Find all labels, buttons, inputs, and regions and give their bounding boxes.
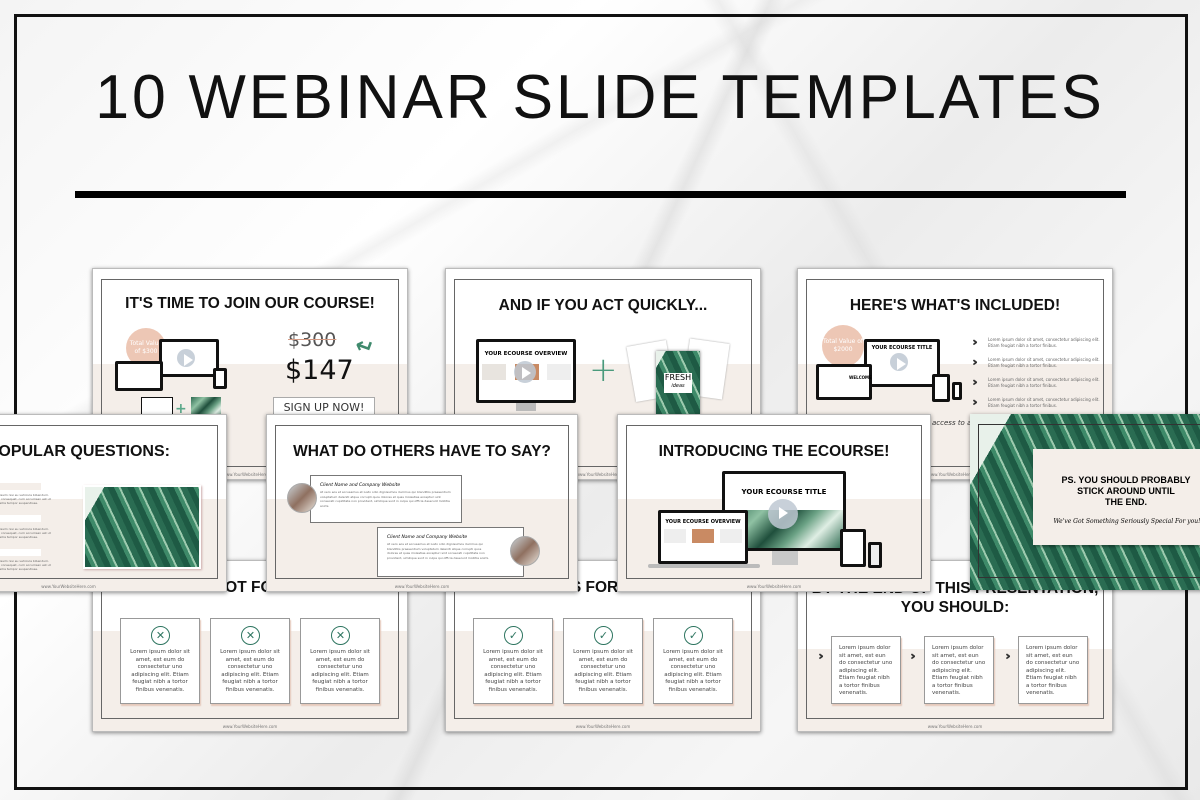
play-icon <box>514 361 536 383</box>
slide-title: IT'S TIME TO JOIN OUR COURSE! <box>125 295 375 312</box>
outer-frame <box>14 14 1188 790</box>
slide-footer-url: www.YourWebsiteHere.com <box>927 472 983 477</box>
criteria-card: ✕ Lorem ipsum dolor sit amet, est eum do… <box>210 618 290 704</box>
phone-mockup <box>868 542 882 568</box>
x-circle-icon: ✕ <box>151 626 170 645</box>
slide-footer-url: www.YourWebsiteHere.com <box>222 472 278 477</box>
workbook-cover: FRESH ideas <box>656 351 700 415</box>
tablet-mockup <box>840 529 866 567</box>
criteria-card: ✓ Lorem ipsum dolor sit amet, est eum do… <box>563 618 643 704</box>
slide-popular-questions: MOST POPULAR QUESTIONS: Dignissim nisi e… <box>0 414 227 592</box>
outcome-card: Lorem ipsum dolor sit amet, est eun do c… <box>831 636 901 704</box>
old-price: $300 <box>288 329 337 351</box>
slide-footer-url: www.YourWebsiteHere.com <box>927 724 983 729</box>
plus-icon: + <box>175 401 187 417</box>
slide-title: HERE'S WHAT'S INCLUDED! <box>849 297 1061 314</box>
x-circle-icon: ✕ <box>241 626 260 645</box>
outcome-card: Lorem ipsum dolor sit amet, est eun do c… <box>1018 636 1088 704</box>
check-circle-icon: ✓ <box>594 626 613 645</box>
slide-title: AND IF YOU ACT QUICKLY... <box>498 297 708 314</box>
chevron-right-icon: ›› <box>972 395 978 409</box>
slide-testimonials: WHAT DO OTHERS HAVE TO SAY? Client Name … <box>266 414 578 592</box>
x-circle-icon: ✕ <box>331 626 350 645</box>
slide-footer-url: www.YourWebsiteHere.com <box>222 724 278 729</box>
leaf-photo <box>83 485 201 569</box>
list-item: ››Lorem ipsum dolor sit amet, consectetu… <box>972 355 1100 369</box>
play-icon <box>768 499 798 529</box>
play-icon <box>177 349 195 367</box>
monitor-stand <box>772 551 798 565</box>
script-note: access to all c <box>932 419 982 427</box>
outcome-card: Lorem ipsum dolor sit amet, est eun do c… <box>924 636 994 704</box>
monitor-stand <box>516 403 536 411</box>
slide-title: INTRODUCING THE ECOURSE! <box>658 443 890 460</box>
tablet-mockup <box>932 374 950 402</box>
laptop-mockup: WELCOME <box>816 364 872 400</box>
chevron-right-icon: ›› <box>818 649 824 663</box>
slide-introducing-ecourse: INTRODUCING THE ECOURSE! YOUR ECOURSE TI… <box>617 414 931 592</box>
check-circle-icon: ✓ <box>504 626 523 645</box>
check-circle-icon: ✓ <box>684 626 703 645</box>
list-item: ››Lorem ipsum dolor sit amet, consectetu… <box>972 395 1100 409</box>
included-list: ››Lorem ipsum dolor sit amet, consectetu… <box>972 335 1102 415</box>
slide-footer-url: www.YourWebsiteHere.com <box>575 724 631 729</box>
slide-footer-url: www.YourWebsiteHere.com <box>41 584 96 589</box>
question-bar <box>0 483 41 490</box>
question-bar <box>0 549 41 556</box>
slide-ps-stick-around: PS. YOU SHOULD PROBABLY STICK AROUND UNT… <box>970 414 1200 590</box>
testimonial-card: Client Name and Company Website At vero … <box>377 527 524 577</box>
chevron-right-icon: ›› <box>910 649 916 663</box>
chevron-right-icon: ›› <box>1005 649 1011 663</box>
laptop-base <box>648 564 760 568</box>
chevron-right-icon: ›› <box>972 335 978 349</box>
play-icon <box>890 353 908 371</box>
slide-act-quickly: AND IF YOU ACT QUICKLY... YOUR ECOURSE O… <box>445 268 761 480</box>
slide-title: MOST POPULAR QUESTIONS: <box>0 443 170 460</box>
client-avatar <box>510 536 540 566</box>
slide-footer-url: www.YourWebsiteHere.com <box>575 472 631 477</box>
criteria-card: ✓ Lorem ipsum dolor sit amet, est eum do… <box>653 618 733 704</box>
question-bar <box>0 515 41 522</box>
chevron-right-icon: ›› <box>972 375 978 389</box>
ps-card: PS. YOU SHOULD PROBABLY STICK AROUND UNT… <box>1033 449 1200 545</box>
plus-icon: + <box>589 350 618 390</box>
client-avatar <box>287 483 317 513</box>
criteria-card: ✓ Lorem ipsum dolor sit amet, est eum do… <box>473 618 553 704</box>
slide-footer-url: www.YourWebsiteHere.com <box>746 584 802 589</box>
chevron-right-icon: ›› <box>972 355 978 369</box>
new-price: $147 <box>285 355 354 386</box>
headline-divider <box>75 191 1126 198</box>
phone-mockup <box>952 382 962 400</box>
criteria-card: ✕ Lorem ipsum dolor sit amet, est eum do… <box>120 618 200 704</box>
tablet-mockup <box>213 368 227 389</box>
slide-whats-included: HERE'S WHAT'S INCLUDED! Total Value of $… <box>797 268 1113 480</box>
criteria-card: ✕ Lorem ipsum dolor sit amet, est eum do… <box>300 618 380 704</box>
list-item: ››Lorem ipsum dolor sit amet, consectetu… <box>972 375 1100 389</box>
list-item: ››Lorem ipsum dolor sit amet, consectetu… <box>972 335 1100 349</box>
ps-title: PS. YOU SHOULD PROBABLY STICK AROUND UNT… <box>1061 475 1191 507</box>
laptop-mockup: YOUR ECOURSE OVERVIEW <box>658 510 748 564</box>
ps-script: We've Got Something Seriously Special Fo… <box>1053 518 1200 525</box>
testimonial-card: Client Name and Company Website At vero … <box>310 475 462 523</box>
page-headline: 10 WEBINAR SLIDE TEMPLATES <box>95 63 1105 132</box>
laptop-mockup <box>115 361 163 391</box>
slide-title: WHAT DO OTHERS HAVE TO SAY? <box>293 443 551 460</box>
slide-footer-url: www.YourWebsiteHere.com <box>394 584 450 589</box>
total-value-badge: Total Value of $2000 <box>822 325 864 367</box>
